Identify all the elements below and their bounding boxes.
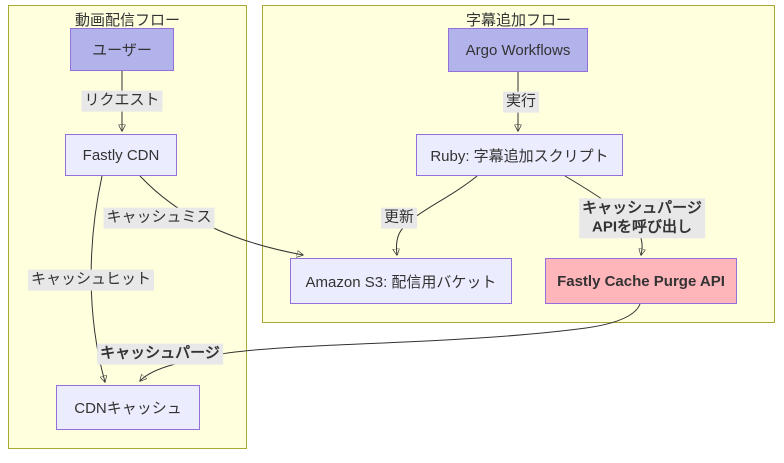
edge-label-cache-purge: キャッシュパージ xyxy=(97,343,223,365)
node-user: ユーザー xyxy=(70,28,174,71)
edge-label-update: 更新 xyxy=(380,207,418,229)
edge-label-cache-miss: キャッシュミス xyxy=(103,207,215,229)
node-fastly-cdn: Fastly CDN xyxy=(65,134,177,176)
subgraph-subtitle-flow-title: 字幕追加フロー xyxy=(465,12,571,29)
subgraph-video-flow-title: 動画配信フロー xyxy=(74,12,180,29)
node-argo-workflows: Argo Workflows xyxy=(448,28,588,72)
node-purge-api: Fastly Cache Purge API xyxy=(545,258,737,304)
edge-label-request: リクエスト xyxy=(81,90,163,112)
edge-label-purge-api-call-line1: キャッシュパージ xyxy=(582,199,702,217)
edge-label-purge-api-call-line2: APIを呼び出し xyxy=(591,218,693,235)
node-cdn-cache: CDNキャッシュ xyxy=(56,385,200,430)
node-ruby-script: Ruby: 字幕追加スクリプト xyxy=(416,134,623,176)
edge-label-execute: 実行 xyxy=(502,91,540,113)
edge-label-purge-api-call: キャッシュパージ APIを呼び出し xyxy=(579,198,705,238)
node-amazon-s3: Amazon S3: 配信用バケット xyxy=(290,258,512,304)
edge-label-cache-hit: キャッシュヒット xyxy=(27,269,155,291)
